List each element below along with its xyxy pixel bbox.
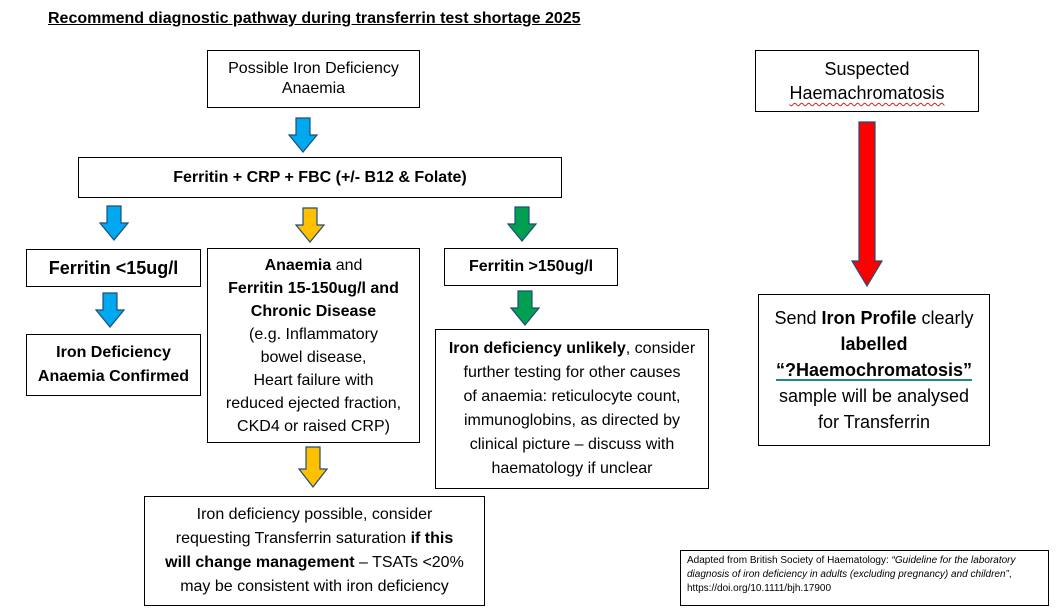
unlikely-l5: clinical picture – discuss with bbox=[469, 436, 675, 453]
profile-p2: Iron Profile bbox=[821, 308, 917, 328]
possible-l4: may be consistent with iron deficiency bbox=[180, 578, 449, 595]
unlikely-l6: haematology if unclear bbox=[491, 460, 653, 477]
possible-l3b: – TSATs <20% bbox=[354, 554, 464, 571]
example-line4: reduced ejected fraction, bbox=[225, 394, 402, 412]
possible-l1: Iron deficiency possible, consider bbox=[196, 506, 433, 523]
ida-confirmed-line2: Anaemia Confirmed bbox=[37, 368, 190, 385]
possible-ida-box: Possible Iron Deficiency Anaemia bbox=[207, 50, 420, 108]
iron-profile-box: Send Iron Profile clearly labelled “?Hae… bbox=[758, 294, 990, 446]
possible-l2b: if this bbox=[410, 530, 454, 547]
profile-p7: for Transferrin bbox=[817, 412, 931, 432]
iron-deficiency-unlikely-box: Iron deficiency unlikely, consider furth… bbox=[435, 329, 709, 489]
unlikely-bold: Iron deficiency unlikely bbox=[448, 340, 626, 357]
possible-ida-line2: Anaemia bbox=[281, 80, 346, 97]
arrow-down-green-1 bbox=[507, 206, 537, 242]
unlikely-l4: immunoglobins, as directed by bbox=[463, 412, 681, 429]
arrow-down-amber-2 bbox=[298, 446, 328, 488]
possible-line3: will change management – TSATs <20% bbox=[165, 551, 464, 575]
profile-p5: “?Haemochromatosis” bbox=[775, 360, 973, 380]
unlikely-l3: of anaemia: reticulocyte count, bbox=[463, 388, 681, 405]
anaemia-line: Anaemia and bbox=[265, 254, 363, 277]
ferritin-range-text: Ferritin 15-150ug/l and bbox=[228, 279, 399, 297]
ferritin-low-box: Ferritin <15ug/l bbox=[26, 249, 201, 287]
anaemia-chronic-disease-box: Anaemia and Ferritin 15-150ug/l and Chro… bbox=[207, 248, 420, 443]
profile-p4: labelled bbox=[840, 334, 908, 354]
possible-ida-line1: Possible Iron Deficiency bbox=[228, 60, 399, 77]
arrow-down-blue-1 bbox=[288, 117, 318, 153]
ferritin-high-label: Ferritin >150ug/l bbox=[468, 258, 594, 275]
example-line2: bowel disease, bbox=[260, 348, 367, 366]
profile-p1: Send bbox=[774, 308, 822, 328]
arrow-down-blue-3 bbox=[95, 292, 125, 328]
example-line1: (e.g. Inflammatory bbox=[249, 325, 378, 343]
ida-confirmed-line1: Iron Deficiency bbox=[56, 344, 171, 361]
citation-c: , https://doi.org/10.1111/bjh.17900 bbox=[687, 569, 1012, 594]
anaemia-text: Anaemia bbox=[264, 256, 332, 274]
ferritin-low-label: Ferritin <15ug/l bbox=[48, 257, 179, 278]
tests-box: Ferritin + CRP + FBC (+/- B12 & Folate) bbox=[78, 157, 562, 198]
arrow-down-red bbox=[851, 121, 883, 287]
tests-label: Ferritin + CRP + FBC (+/- B12 & Folate) bbox=[173, 168, 467, 186]
suspected-label: Suspected bbox=[824, 59, 910, 79]
suspected-haemochromatosis-box: Suspected Haemachromatosis bbox=[755, 50, 979, 112]
arrow-down-amber-1 bbox=[295, 207, 325, 243]
ida-confirmed-box: Iron Deficiency Anaemia Confirmed bbox=[26, 334, 201, 396]
possible-l3a: will change management bbox=[165, 554, 355, 571]
profile-p3: clearly bbox=[916, 308, 974, 328]
profile-line1: Send Iron Profile clearly bbox=[774, 305, 973, 331]
citation-a: Adapted from British Society of Haematol… bbox=[687, 555, 892, 566]
arrow-down-blue-2 bbox=[99, 205, 129, 241]
unlikely-l1: , consider bbox=[625, 340, 696, 357]
example-line3: Heart failure with bbox=[253, 371, 374, 389]
possible-l2a: requesting Transferrin saturation bbox=[175, 530, 411, 547]
profile-p6: sample will be analysed bbox=[778, 386, 970, 406]
arrow-down-green-2 bbox=[510, 290, 540, 326]
possible-line2: requesting Transferrin saturation if thi… bbox=[176, 527, 453, 551]
haemachromatosis-label: Haemachromatosis bbox=[789, 83, 945, 103]
page-title: Recommend diagnostic pathway during tran… bbox=[48, 10, 581, 27]
and-text: and bbox=[331, 256, 363, 274]
iron-deficiency-possible-box: Iron deficiency possible, consider reque… bbox=[144, 496, 485, 606]
unlikely-l2: further testing for other causes bbox=[463, 364, 681, 381]
unlikely-line1: Iron deficiency unlikely, consider bbox=[449, 337, 695, 361]
ferritin-high-box: Ferritin >150ug/l bbox=[444, 248, 618, 286]
example-line5: CKD4 or raised CRP) bbox=[237, 417, 390, 435]
citation-b: “Guideline for the laboratory diagnosis … bbox=[687, 555, 1016, 580]
citation-box: Adapted from British Society of Haematol… bbox=[680, 550, 1049, 606]
chronic-disease-text: Chronic Disease bbox=[250, 302, 377, 320]
